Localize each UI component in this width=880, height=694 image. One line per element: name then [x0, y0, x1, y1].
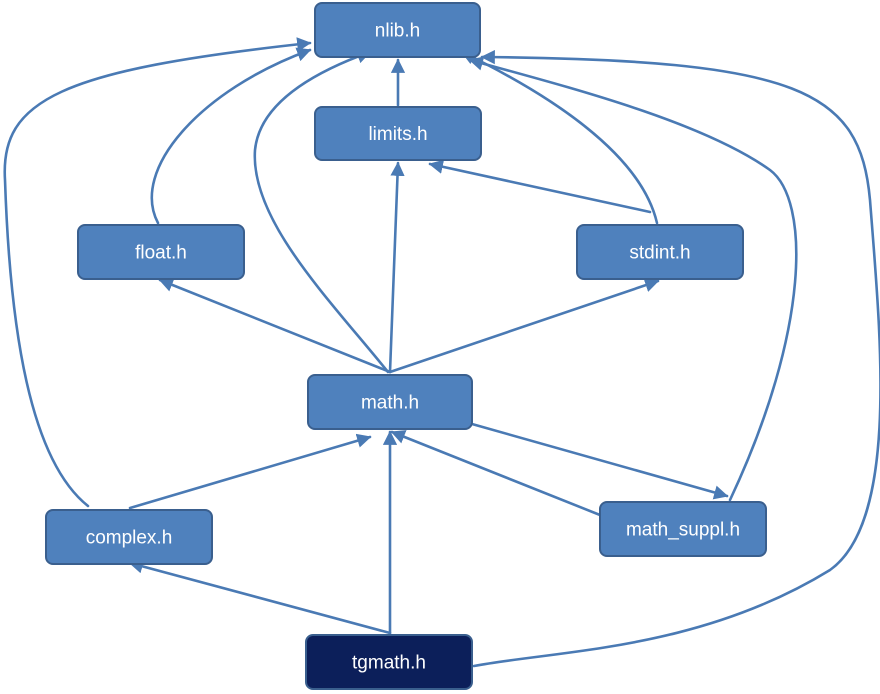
node-box [305, 634, 473, 690]
node-float[interactable]: float.h [77, 224, 245, 280]
node-math-suppl[interactable]: math_suppl.h [599, 501, 767, 557]
edge-math_suppl-to-math [390, 430, 602, 517]
node-label: complex.h [86, 528, 173, 549]
edge-tgmath-to-nlib [472, 49, 880, 668]
node-box [599, 501, 767, 557]
edge-math_suppl-to-nlib [468, 56, 798, 502]
node-box [314, 2, 481, 58]
node-label: nlib.h [375, 21, 420, 42]
edge-math-to-stdint [388, 278, 660, 374]
nodes-layer: nlib.h limits.h float.h stdint.h math.h compl… [45, 2, 767, 690]
node-label: stdint.h [629, 243, 690, 264]
edge-complex-to-nlib [3, 37, 312, 508]
node-label: float.h [135, 243, 187, 264]
node-box [576, 224, 744, 280]
edges-layer [3, 37, 880, 668]
node-stdint[interactable]: stdint.h [576, 224, 744, 280]
node-label: math_suppl.h [626, 520, 740, 541]
node-nlib[interactable]: nlib.h [314, 2, 481, 58]
node-label: math.h [361, 393, 419, 414]
node-box [314, 106, 482, 161]
edge-complex-to-math [128, 433, 372, 510]
node-math[interactable]: math.h [307, 374, 473, 430]
node-complex[interactable]: complex.h [45, 509, 213, 565]
node-box [45, 509, 213, 565]
edge-tgmath-to-complex [128, 559, 392, 635]
edge-math-to-nlib [253, 49, 390, 374]
node-box [307, 374, 473, 430]
node-label: tgmath.h [352, 653, 426, 674]
node-label: limits.h [368, 124, 427, 145]
edge-math-to-float [158, 278, 392, 374]
edge-math-to-math_suppl [470, 422, 729, 500]
edge-float-to-nlib [150, 47, 312, 225]
edge-math-to-limits [388, 161, 405, 374]
node-tgmath[interactable]: tgmath.h [305, 634, 473, 690]
node-limits[interactable]: limits.h [314, 106, 482, 161]
node-box [77, 224, 245, 280]
edge-stdint-to-limits [428, 159, 652, 214]
edge-stdint-to-nlib [460, 50, 659, 225]
